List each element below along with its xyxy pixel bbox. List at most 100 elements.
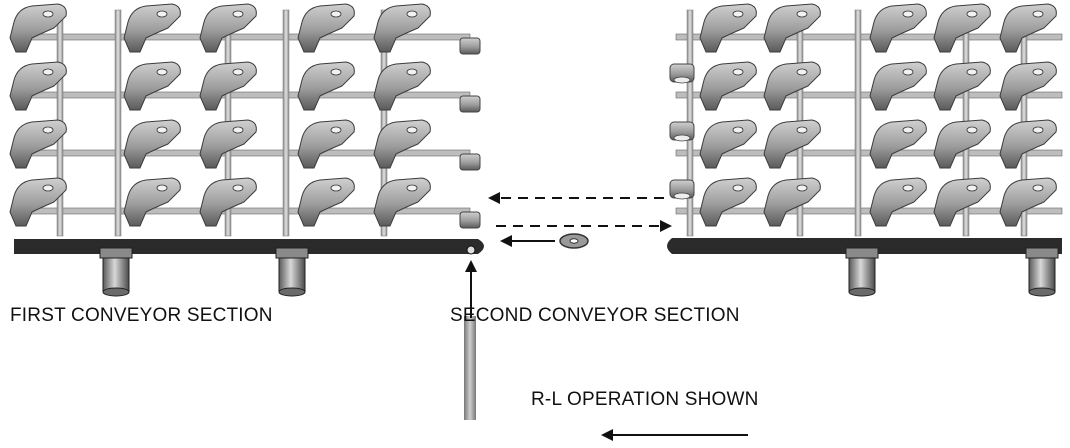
module-hole <box>232 10 244 18</box>
module-hole <box>1032 10 1044 18</box>
edge-tab <box>459 153 481 171</box>
module-hole <box>406 126 418 134</box>
conveyor-module <box>297 119 355 169</box>
support-rod <box>380 9 388 237</box>
module-hole <box>232 126 244 134</box>
conveyor-module <box>699 61 757 111</box>
conveyor-module <box>763 177 821 227</box>
conveyor-module <box>933 3 991 53</box>
module-hole <box>966 10 978 18</box>
bolt-body <box>278 257 306 293</box>
conveyor-module <box>933 61 991 111</box>
conveyor-module <box>869 177 927 227</box>
support-rod <box>854 9 862 237</box>
conveyor-module <box>297 177 355 227</box>
bolt-collar <box>275 247 309 259</box>
module-hole <box>232 68 244 76</box>
edge-tab-hole <box>673 192 691 200</box>
conveyor-module <box>123 61 181 111</box>
module-hole <box>406 184 418 192</box>
module-hole <box>42 184 54 192</box>
module-hole <box>156 184 168 192</box>
module-hole <box>902 10 914 18</box>
module-hole <box>156 68 168 76</box>
module-hole <box>732 68 744 76</box>
module-hole <box>330 184 342 192</box>
bolt-end <box>1028 287 1056 297</box>
module-hole <box>406 68 418 76</box>
module-hole <box>1032 68 1044 76</box>
first-section-label: FIRST CONVEYOR SECTION <box>10 305 273 326</box>
bolt-end <box>102 287 130 297</box>
conveyor-module <box>123 177 181 227</box>
second-conveyor-section <box>669 3 1063 237</box>
washer-icon <box>559 233 589 249</box>
module-hole <box>1032 184 1044 192</box>
bolt-body <box>848 257 876 293</box>
module-hole <box>232 184 244 192</box>
conveyor-module <box>869 61 927 111</box>
connecting-pin-rod <box>464 316 476 420</box>
conveyor-module <box>123 3 181 53</box>
conveyor-module <box>933 119 991 169</box>
second-section-label: SECOND CONVEYOR SECTION <box>450 305 740 326</box>
edge-tab <box>459 211 481 229</box>
module-hole <box>732 10 744 18</box>
bolt-body <box>1028 257 1056 293</box>
conveyor-module <box>999 177 1057 227</box>
module-hole <box>42 68 54 76</box>
conveyor-module <box>999 3 1057 53</box>
link-bar <box>675 149 1063 157</box>
edge-tab-hole <box>673 76 691 84</box>
bolt-collar <box>845 247 879 259</box>
link-bar <box>675 91 1063 99</box>
conveyor-module <box>699 177 757 227</box>
second-side-rail <box>667 238 1062 254</box>
module-hole <box>42 126 54 134</box>
conveyor-module <box>123 119 181 169</box>
edge-tab-hole <box>673 134 691 142</box>
module-hole <box>330 10 342 18</box>
link-bar <box>675 207 1063 215</box>
module-hole <box>796 68 808 76</box>
module-hole <box>42 10 54 18</box>
bolt-end <box>278 287 306 297</box>
rail-end-hole <box>466 245 476 255</box>
bolt-collar <box>1025 247 1059 259</box>
conveyor-module <box>933 177 991 227</box>
module-hole <box>732 126 744 134</box>
module-hole <box>966 126 978 134</box>
conveyor-module <box>869 3 927 53</box>
support-rod <box>282 9 290 237</box>
module-hole <box>902 184 914 192</box>
module-hole <box>966 184 978 192</box>
module-hole <box>902 68 914 76</box>
first-side-rail <box>14 239 484 254</box>
link-bar <box>675 33 1063 41</box>
conveyor-module <box>869 119 927 169</box>
bolt-collar <box>99 247 133 259</box>
module-hole <box>796 126 808 134</box>
conveyor-module <box>699 119 757 169</box>
conveyor-module <box>297 61 355 111</box>
edge-tab <box>459 37 481 55</box>
module-hole <box>796 10 808 18</box>
conveyor-module <box>999 119 1057 169</box>
module-hole <box>330 68 342 76</box>
bolt-end <box>848 287 876 297</box>
module-hole <box>330 126 342 134</box>
bolt-body <box>102 257 130 293</box>
module-hole <box>406 10 418 18</box>
rail-bolts <box>99 247 1059 297</box>
module-hole <box>902 126 914 134</box>
module-hole <box>156 10 168 18</box>
conveyor-module <box>763 61 821 111</box>
support-rod <box>114 9 122 237</box>
module-hole <box>796 184 808 192</box>
conveyor-module <box>763 3 821 53</box>
operation-label: R-L OPERATION SHOWN <box>531 389 759 410</box>
module-hole <box>1032 126 1044 134</box>
edge-tab <box>459 95 481 113</box>
module-hole <box>156 126 168 134</box>
